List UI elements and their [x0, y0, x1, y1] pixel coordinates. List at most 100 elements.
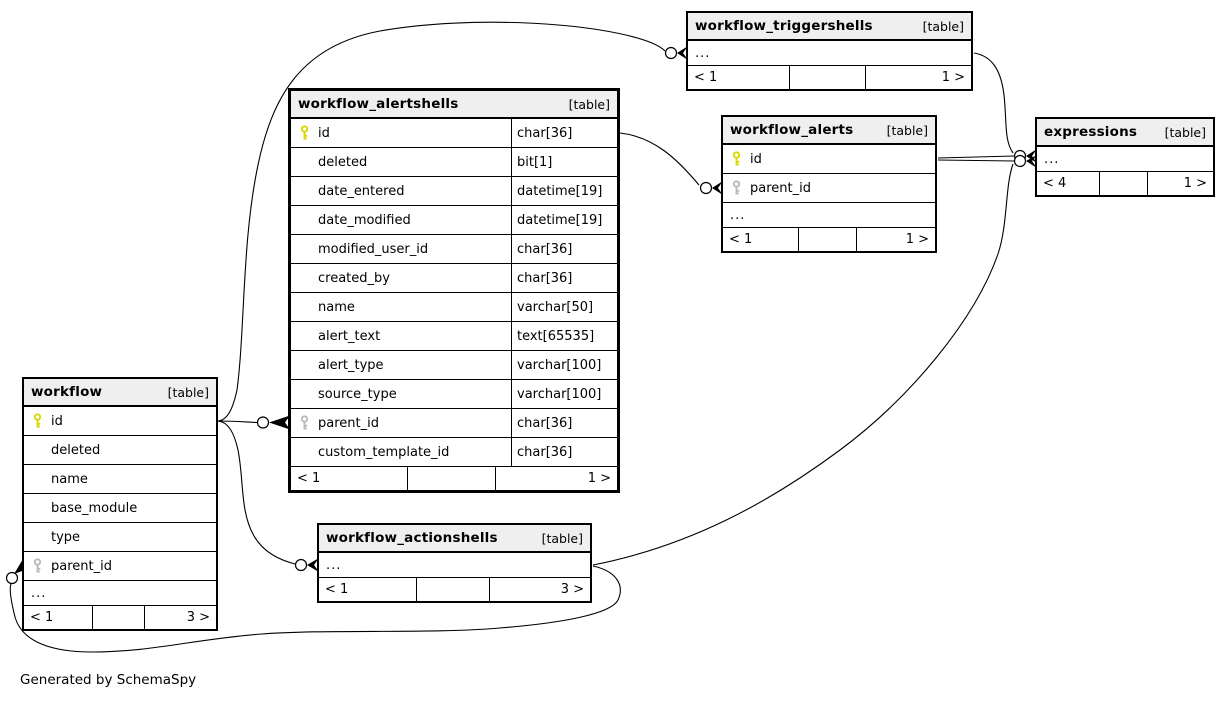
column-row: parent_id char[36] — [291, 409, 617, 438]
column-row: alert_type varchar[100] — [291, 351, 617, 380]
crowfoot-arrow — [677, 46, 688, 60]
edge-alerts-to-expressions-b — [937, 159, 1015, 162]
footer-middle-cell — [93, 606, 145, 629]
column-name: name — [51, 471, 88, 487]
column-name: id — [51, 413, 63, 429]
hidden-columns-row: ... — [24, 581, 216, 606]
footer-child-count: 1 > — [905, 232, 929, 247]
table-header: workflow[table] — [24, 379, 216, 407]
footer-child-count: 1 > — [941, 70, 965, 85]
column-name: id — [750, 151, 762, 167]
footer-middle-cell — [790, 66, 867, 89]
table-type-tag: [table] — [541, 530, 583, 546]
edge-alertshells-to-alerts — [619, 132, 700, 186]
footer-parent-count: < 1 — [24, 606, 94, 629]
table-name[interactable]: workflow_alertshells — [298, 96, 459, 112]
table-name[interactable]: workflow_actionshells — [326, 530, 498, 546]
foreign-key-icon — [24, 558, 51, 574]
table-header: workflow_triggershells [table] — [688, 13, 971, 41]
column-row: type — [24, 523, 216, 552]
column-type: varchar[50] — [511, 293, 617, 321]
table-name[interactable]: workflow_alerts — [730, 122, 854, 138]
footer-middle-cell — [408, 467, 497, 490]
table-workflow_triggershells[interactable]: workflow_triggershells [table]...< 1 1 > — [686, 11, 973, 91]
table-header: expressions[table] — [1037, 119, 1213, 147]
column-name: id — [318, 125, 330, 141]
column-row: parent_id — [24, 552, 216, 581]
column-type: char[36] — [511, 119, 617, 147]
zero-or-one-circle — [5, 571, 19, 585]
column-type: char[36] — [511, 438, 617, 466]
column-type: bit[1] — [511, 148, 617, 176]
column-name: parent_id — [318, 415, 379, 431]
column-row: created_by char[36] — [291, 264, 617, 293]
table-workflow_alertshells[interactable]: workflow_alertshells [table] id char[36] del… — [288, 88, 620, 493]
column-name: name — [318, 299, 355, 315]
column-name: alert_text — [318, 328, 381, 344]
column-row: name varchar[50] — [291, 293, 617, 322]
edge-workflow-to-actionshells — [217, 420, 296, 565]
footer-child-count: 3 > — [186, 610, 210, 625]
generated-by-note: Generated by SchemaSpy — [20, 672, 197, 688]
column-name: alert_type — [318, 357, 384, 373]
footer-parent-count: < 1 — [688, 66, 790, 89]
crowfoot-arrow — [1026, 155, 1037, 168]
column-row: parent_id — [723, 174, 935, 203]
column-row: alert_text text[65535] — [291, 322, 617, 351]
table-type-tag: [table] — [922, 18, 964, 34]
crowfoot-arrow — [712, 181, 723, 195]
crowfoot-arrow — [269, 415, 290, 430]
column-type: varchar[100] — [511, 351, 617, 379]
foreign-key-icon — [723, 180, 750, 196]
hidden-columns-row: ... — [688, 41, 971, 66]
table-type-tag: [table] — [568, 96, 610, 112]
column-type: char[36] — [511, 264, 617, 292]
hidden-columns-row: ... — [723, 203, 935, 228]
column-name: created_by — [318, 270, 390, 286]
column-type: text[65535] — [511, 322, 617, 350]
zero-or-one-circle — [256, 416, 270, 429]
hidden-columns-row: ... — [319, 553, 590, 578]
crowfoot-arrow — [1026, 149, 1037, 163]
column-row: base_module — [24, 494, 216, 523]
column-type: varchar[100] — [511, 380, 617, 408]
column-name: parent_id — [750, 180, 811, 196]
footer-parent-count: < 1 — [291, 467, 409, 490]
zero-or-one-circle — [699, 181, 713, 195]
table-type-tag: [table] — [886, 122, 928, 138]
primary-key-icon — [723, 151, 750, 167]
edge-actionshells-to-workflow-parent — [9, 565, 621, 653]
column-name: deleted — [51, 442, 101, 458]
footer-parent-count: < 4 — [1037, 172, 1101, 195]
table-name[interactable]: expressions — [1044, 124, 1138, 140]
footer-middle-cell — [417, 578, 490, 601]
column-name: type — [51, 529, 81, 545]
table-header: workflow_alerts [table] — [723, 117, 935, 145]
column-row: id char[36] — [291, 119, 617, 148]
table-name[interactable]: workflow — [31, 384, 103, 400]
table-name[interactable]: workflow_triggershells — [695, 18, 873, 34]
primary-key-icon — [291, 125, 318, 141]
table-header: workflow_actionshells [table] — [319, 525, 590, 553]
column-name: date_entered — [318, 183, 405, 199]
edge-alerts-to-expressions-a — [937, 155, 1015, 159]
zero-or-one-circle — [664, 46, 678, 60]
column-type: datetime[19] — [511, 206, 617, 234]
column-type: char[36] — [511, 409, 617, 437]
column-name: deleted — [318, 154, 368, 170]
edge-workflow-to-alertshells — [217, 420, 258, 424]
table-header: workflow_alertshells [table] — [291, 91, 617, 119]
zero-or-one-circle — [1013, 154, 1027, 168]
column-name: parent_id — [51, 558, 112, 574]
